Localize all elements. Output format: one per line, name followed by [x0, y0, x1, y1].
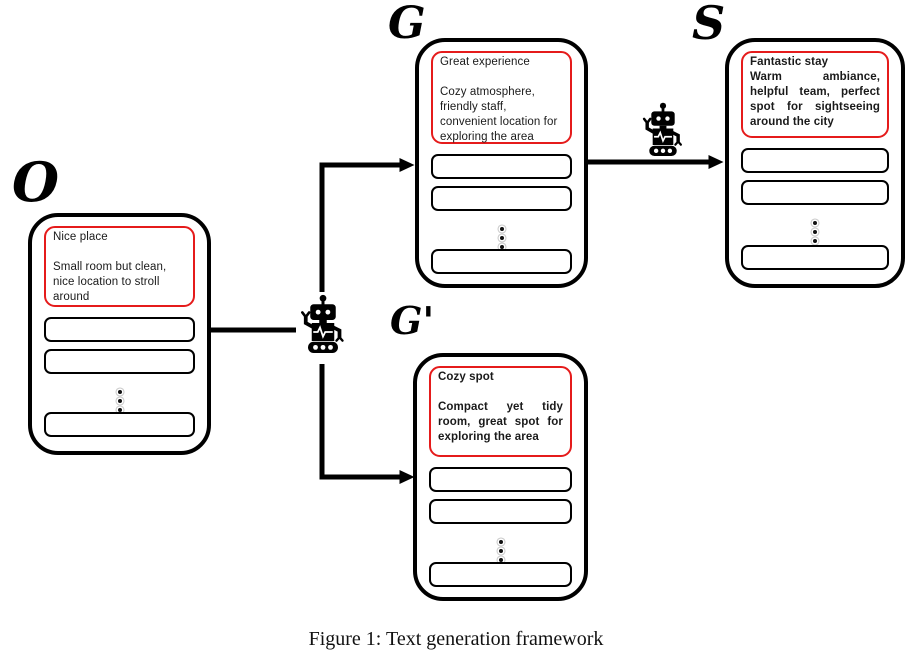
review-slot	[429, 467, 572, 492]
robot-icon	[641, 100, 685, 157]
review-slot	[741, 179, 889, 205]
review-title: Nice place	[53, 231, 108, 243]
ellipsis-dot	[498, 558, 503, 562]
node-label-generated: G	[388, 0, 426, 49]
review-slot	[431, 154, 572, 179]
ellipsis-dot	[498, 540, 503, 544]
vertical-ellipsis-dots	[741, 220, 889, 243]
ellipsis-dot	[813, 220, 817, 225]
review-slot	[44, 412, 195, 437]
vertical-ellipsis-dots	[44, 390, 195, 412]
ellipsis-dot	[117, 390, 122, 394]
review-slot	[44, 317, 195, 342]
review-body: Compact yet tidy room, great spot for ex…	[438, 400, 563, 443]
vertical-ellipsis-dots	[429, 540, 572, 562]
ellipsis-dot	[117, 399, 122, 403]
connector-robot-to-g	[319, 158, 415, 292]
review-slot	[44, 349, 195, 374]
node-generated-reviews: Great experience Cozy atmosphere, friend…	[415, 38, 588, 288]
node-label-original: O	[12, 150, 60, 214]
review-text-box: Nice place Small room but clean, nice lo…	[44, 226, 195, 307]
robot-icon	[299, 292, 347, 354]
ellipsis-dot	[499, 236, 504, 240]
review-title: Fantastic stay	[750, 56, 829, 68]
review-slot	[431, 249, 572, 274]
ellipsis-dot	[498, 549, 503, 553]
figure-caption: Figure 1: Text generation framework	[308, 628, 604, 650]
review-text-box: Great experience Cozy atmosphere, friend…	[431, 51, 572, 144]
review-body: Cozy atmosphere, friendly staff, conveni…	[440, 85, 558, 143]
ellipsis-dot	[813, 229, 817, 234]
connector-robot-to-g-prime	[319, 364, 415, 484]
node-original-reviews: Nice place Small room but clean, nice lo…	[28, 213, 211, 455]
review-slot	[431, 186, 572, 211]
ellipsis-dot	[499, 245, 504, 249]
review-slot	[429, 499, 572, 524]
vertical-ellipsis-dots	[431, 227, 572, 249]
node-generated-prime-reviews: Cozy spot Compact yet tidy room, great s…	[413, 353, 588, 601]
review-title: Cozy spot	[438, 371, 494, 383]
ellipsis-dot	[813, 238, 817, 243]
ellipsis-dot	[117, 408, 122, 412]
review-slot	[741, 147, 889, 173]
review-body: Warm ambiance, helpful team, perfect spo…	[750, 70, 880, 128]
review-slot	[741, 245, 889, 270]
review-text-box: Fantastic stay Warm ambiance, helpful te…	[741, 51, 889, 138]
node-label-generated-prime: G'	[390, 298, 435, 343]
review-slot	[429, 562, 572, 587]
ellipsis-dot	[499, 227, 504, 231]
review-text-box: Cozy spot Compact yet tidy room, great s…	[429, 366, 572, 457]
review-body: Small room but clean, nice location to s…	[53, 260, 167, 303]
node-label-summary: S	[692, 0, 726, 50]
review-title: Great experience	[440, 56, 530, 68]
node-summary: Fantastic stay Warm ambiance, helpful te…	[725, 38, 905, 288]
